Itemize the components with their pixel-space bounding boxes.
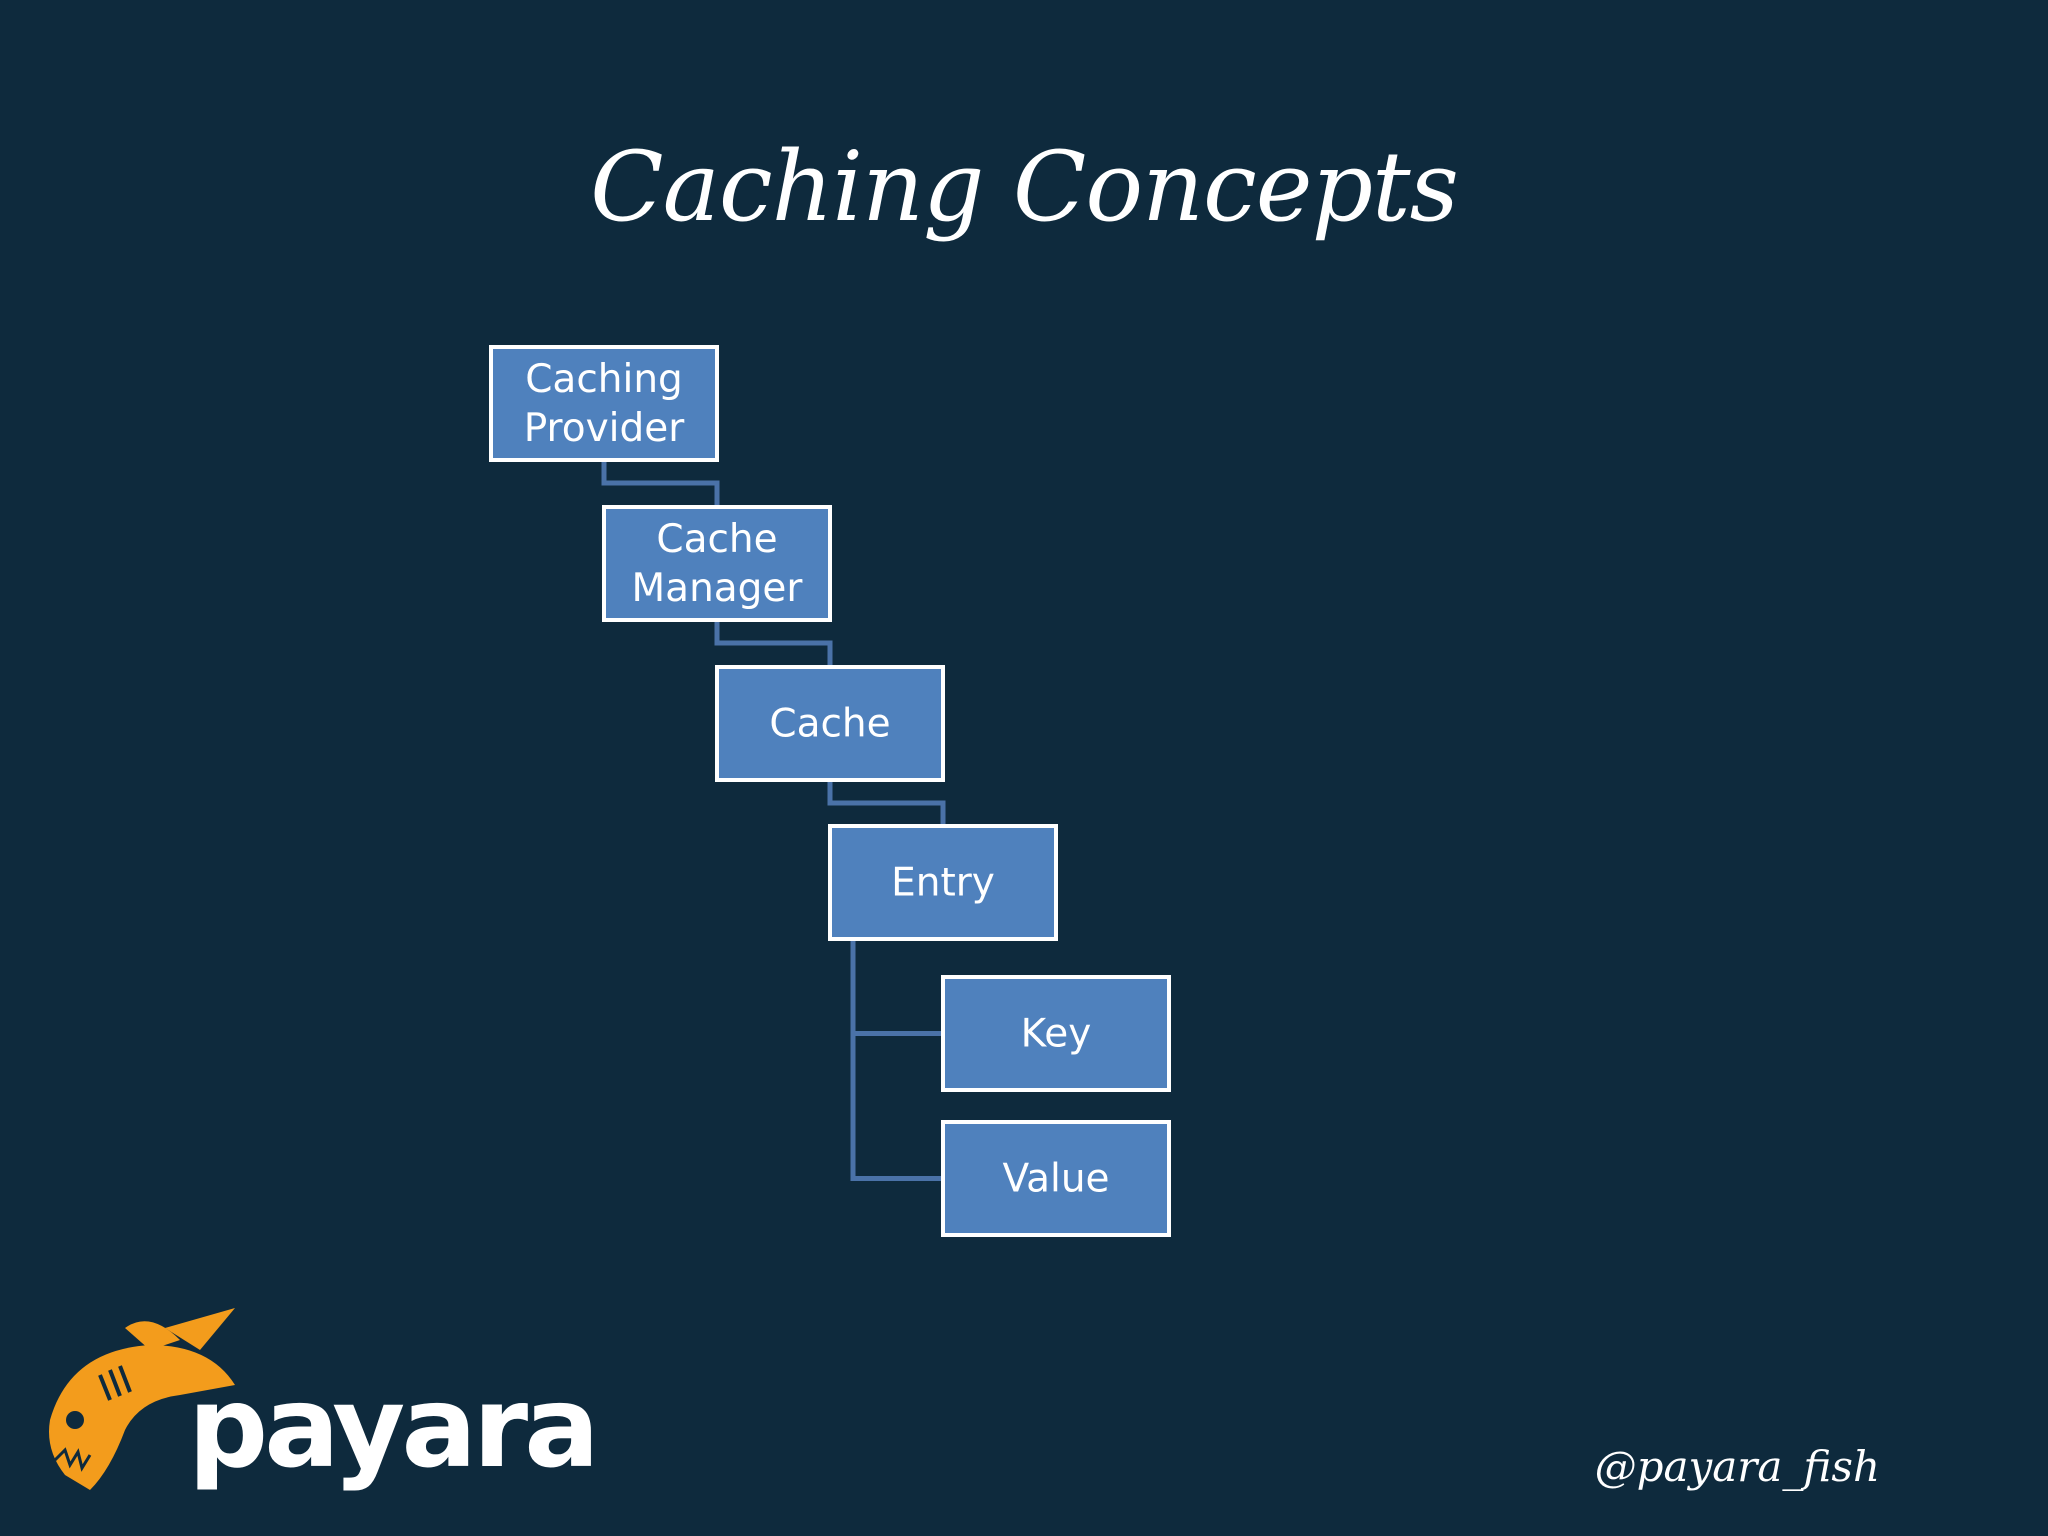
- node-label: Entry: [891, 861, 995, 906]
- node-label: Manager: [632, 566, 804, 611]
- node-box: [489, 345, 719, 462]
- diagram-boxes: CachingProviderCacheManagerCacheEntryKey…: [489, 345, 1171, 1237]
- node-box: [828, 824, 1058, 941]
- connector-cache-manager-to-cache: [714, 620, 833, 667]
- node-label: Value: [1002, 1157, 1109, 1202]
- node-key: Key: [941, 975, 1171, 1092]
- node-box: [715, 665, 945, 782]
- node-entry: Entry: [828, 824, 1058, 941]
- payara-logo: payara: [30, 1300, 600, 1530]
- payara-wordmark: payara: [188, 1363, 600, 1493]
- node-label: Provider: [524, 406, 686, 451]
- node-label: Cache: [769, 702, 890, 747]
- diagram-connectors: [601, 460, 946, 1181]
- slide-title: Caching Concepts: [590, 131, 1459, 243]
- node-label: Key: [1021, 1012, 1092, 1057]
- payara-fish-icon: [49, 1308, 235, 1490]
- connector-entry-to-key: [850, 939, 943, 1036]
- node-label: Cache: [656, 517, 777, 562]
- connector-cache-to-entry: [827, 780, 946, 826]
- node-cache: Cache: [715, 665, 945, 782]
- connector-entry-to-value: [850, 939, 943, 1181]
- node-box: [941, 975, 1171, 1092]
- node-value: Value: [941, 1120, 1171, 1237]
- connector-caching-provider-to-cache-manager: [601, 460, 720, 507]
- node-box: [941, 1120, 1171, 1237]
- node-label: Caching: [525, 357, 683, 402]
- node-box: [602, 505, 832, 622]
- twitter-handle: @payara_fish: [1594, 1442, 1880, 1491]
